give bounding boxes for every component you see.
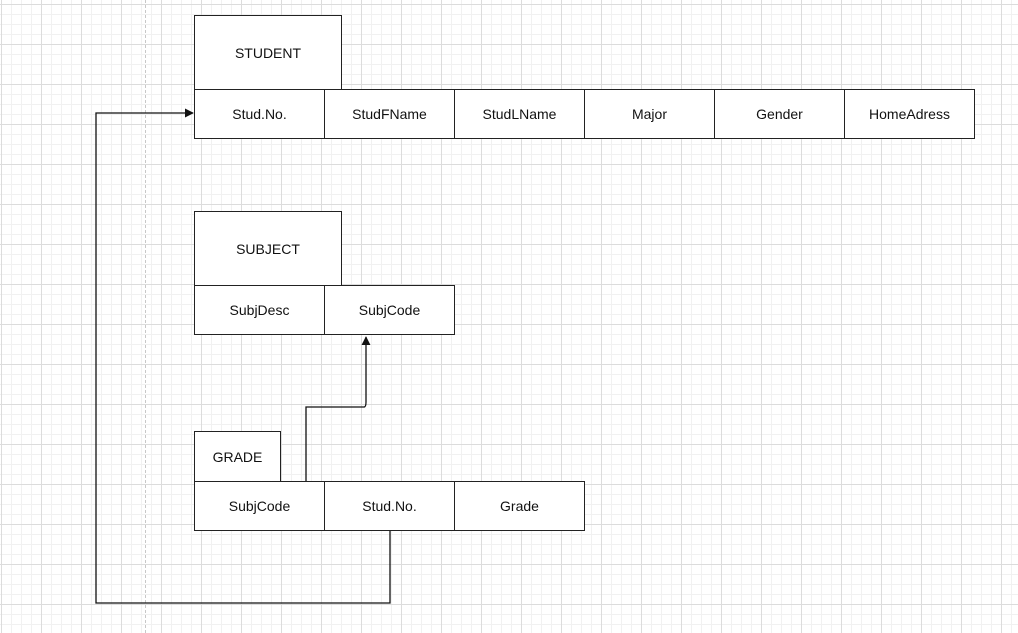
student-table-title: STUDENT [234,44,302,61]
student-fields-row: Stud.No. StudFName StudLName Major Gende… [194,89,975,139]
grade-fields-row: SubjCode Stud.No. Grade [194,481,585,531]
subject-field-subj-desc[interactable]: SubjDesc [194,285,325,335]
student-field-stud-fname[interactable]: StudFName [324,89,455,139]
student-table-header[interactable]: STUDENT [194,15,342,90]
grade-field-subj-code[interactable]: SubjCode [194,481,325,531]
grade-field-grade[interactable]: Grade [454,481,585,531]
subject-table-header[interactable]: SUBJECT [194,211,342,286]
subject-table-title: SUBJECT [236,240,300,257]
grade-table-title: GRADE [212,448,263,465]
grade-field-stud-no[interactable]: Stud.No. [324,481,455,531]
student-field-major[interactable]: Major [584,89,715,139]
student-field-stud-no[interactable]: Stud.No. [194,89,325,139]
student-field-gender[interactable]: Gender [714,89,845,139]
connector-grade-subjcode-to-subject-subjcode[interactable] [305,336,371,481]
subject-fields-row: SubjDesc SubjCode [194,285,455,335]
page-boundary-guide [145,0,146,633]
subject-field-subj-code[interactable]: SubjCode [324,285,455,335]
student-field-home-adress[interactable]: HomeAdress [844,89,975,139]
connector-grade-studno-to-student-studno[interactable] [95,108,391,604]
